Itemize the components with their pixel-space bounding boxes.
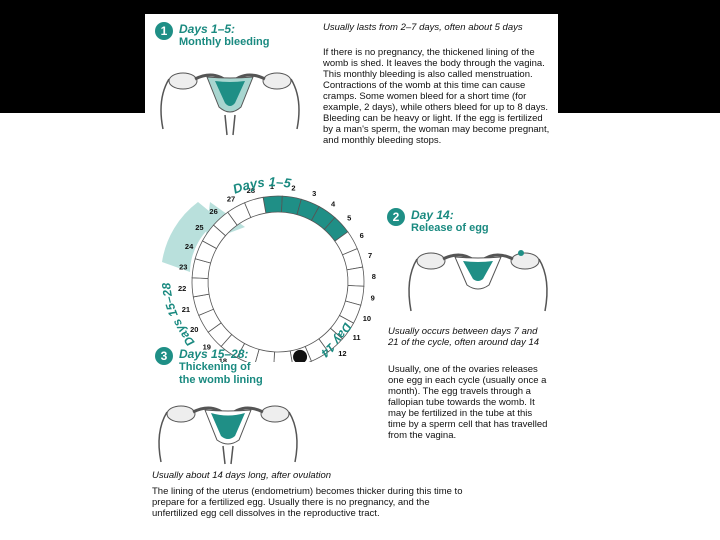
day-label-26: 26 <box>209 207 217 216</box>
day-label-19: 19 <box>203 342 211 351</box>
day-label-3: 3 <box>312 189 316 198</box>
day-label-24: 24 <box>185 242 194 251</box>
stage-3-badge: 3 <box>155 347 173 365</box>
cycle-arrow <box>162 202 220 272</box>
day-label-12: 12 <box>338 349 346 358</box>
day-label-8: 8 <box>372 272 376 281</box>
stage-2-note: Usually occurs between days 7 and 21 of … <box>388 326 540 348</box>
cycle-wheel: 1234567891011121314151617181920212223242… <box>159 174 376 362</box>
stage-3-title: Days 15–28: <box>179 347 249 361</box>
day-label-9: 9 <box>371 293 375 302</box>
uterus-bleeding-icon <box>160 72 300 136</box>
stage-2-text: Usually, one of the ovaries releases one… <box>388 364 548 441</box>
day-label-28: 28 <box>247 186 255 195</box>
ovulation-marker-icon <box>293 349 308 362</box>
stage-3-subtitle: Thickening of the womb lining <box>179 361 263 386</box>
stage-1-badge: 1 <box>155 22 173 40</box>
day-ring: 1234567891011121314151617181920212223242… <box>178 182 376 362</box>
stage-3-text: The lining of the uterus (endometrium) b… <box>152 486 463 519</box>
stage-1-note: Usually lasts from 2–7 days, often about… <box>323 22 523 33</box>
arc-label-bleeding: Days 1–5 <box>231 174 293 196</box>
day-label-7: 7 <box>368 251 372 260</box>
day-label-6: 6 <box>360 231 364 240</box>
day-segment-1 <box>262 195 283 214</box>
day-label-18: 18 <box>219 357 227 362</box>
stage-2-title: Day 14: <box>411 208 454 222</box>
menstrual-cycle-panel: 1 Days 1–5: Monthly bleeding Usually las… <box>145 14 558 540</box>
day-segment-15 <box>273 350 293 362</box>
uterus-thickening-icon <box>158 405 298 465</box>
stage-3-note: Usually about 14 days long, after ovulat… <box>152 470 332 481</box>
day-label-4: 4 <box>331 199 336 208</box>
day-label-11: 11 <box>353 333 361 342</box>
day-label-5: 5 <box>347 214 351 223</box>
stage-1-title: Days 1–5: <box>179 22 236 36</box>
day-label-27: 27 <box>227 194 235 203</box>
stage-1-subtitle: Monthly bleeding <box>179 36 270 48</box>
stage-2-subtitle: Release of egg <box>411 222 489 234</box>
stage-2-badge: 2 <box>387 208 405 226</box>
day-segment-8 <box>346 266 365 287</box>
day-label-20: 20 <box>190 325 198 334</box>
day-label-22: 22 <box>178 284 186 293</box>
uterus-ovulation-icon <box>408 250 548 312</box>
day-label-25: 25 <box>195 223 203 232</box>
egg-icon <box>518 250 524 256</box>
day-label-10: 10 <box>363 314 371 323</box>
day-label-21: 21 <box>182 305 190 314</box>
day-segment-28 <box>244 196 267 219</box>
day-label-23: 23 <box>179 263 187 272</box>
stage-1-text: If there is no pregnancy, the thickened … <box>323 47 550 146</box>
day-label-1: 1 <box>270 182 274 191</box>
day-segment-22 <box>191 277 210 298</box>
day-label-2: 2 <box>291 183 295 192</box>
